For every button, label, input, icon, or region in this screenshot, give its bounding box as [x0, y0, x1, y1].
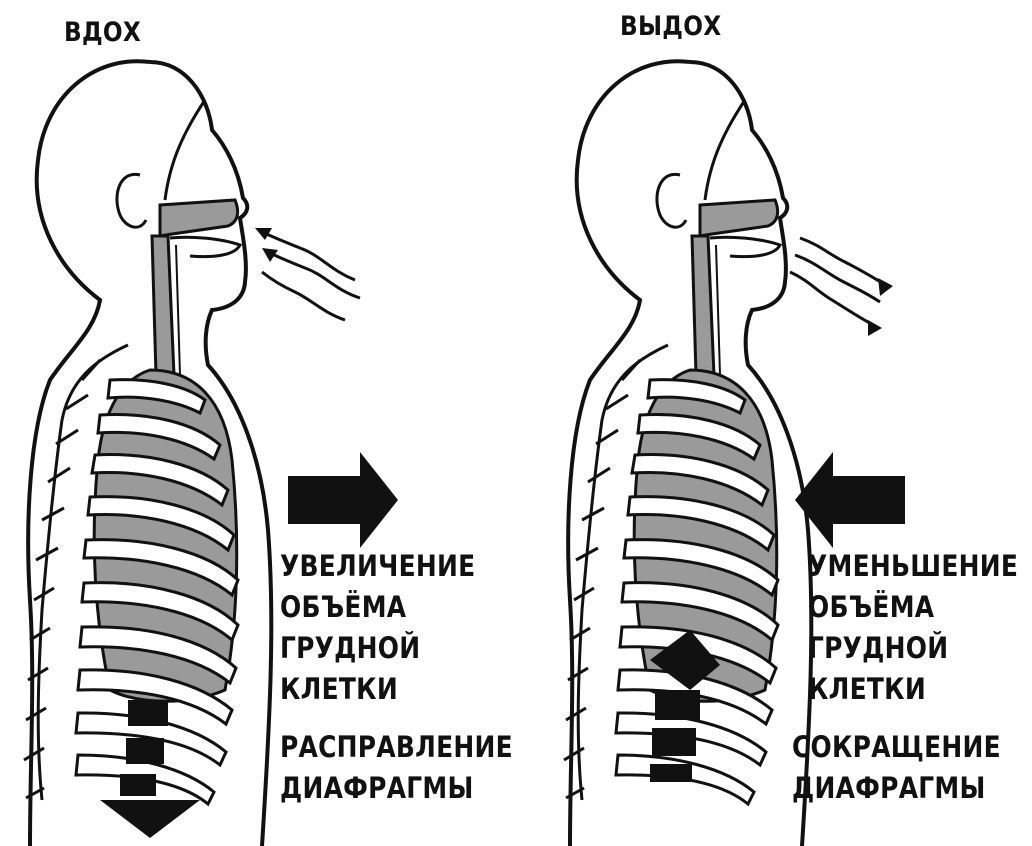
exhale-diaphragm-label-line-2: ДИАФРАГМЫ: [792, 768, 986, 809]
inhale-volume-label-line-2: ОБЪЁМА: [280, 587, 406, 628]
inhale-volume-label-line-3: ГРУДНОЙ: [280, 628, 420, 669]
exhale-volume-label-line-1: УМЕНЬШЕНИЕ: [808, 546, 1018, 587]
exhale-title: ВЫДОХ: [620, 12, 721, 42]
inhale-title: ВДОХ: [64, 18, 141, 48]
exhale-volume-label-line-3: ГРУДНОЙ: [808, 628, 948, 669]
inhale-volume-arrow: [288, 452, 398, 548]
exhale-air-arrows: [790, 238, 893, 336]
inhale-air-arrows: [255, 228, 360, 320]
inhale-diaphragm-label-line-2: ДИАФРАГМЫ: [280, 768, 474, 809]
inhale-diaphragm-label-line-1: РАСПРАВЛЕНИЕ: [280, 727, 513, 768]
exhale-volume-arrow: [795, 452, 905, 548]
exhale-diaphragm-label-line-1: СОКРАЩЕНИЕ: [792, 727, 1001, 768]
exhale-volume-label-line-2: ОБЪЁМА: [808, 587, 934, 628]
inhale-volume-label-line-4: КЛЕТКИ: [280, 669, 398, 710]
inhale-figure: [24, 61, 271, 846]
inhale-volume-label-line-1: УВЕЛИЧЕНИЕ: [280, 546, 475, 587]
exhale-volume-label-line-4: КЛЕТКИ: [808, 669, 926, 710]
